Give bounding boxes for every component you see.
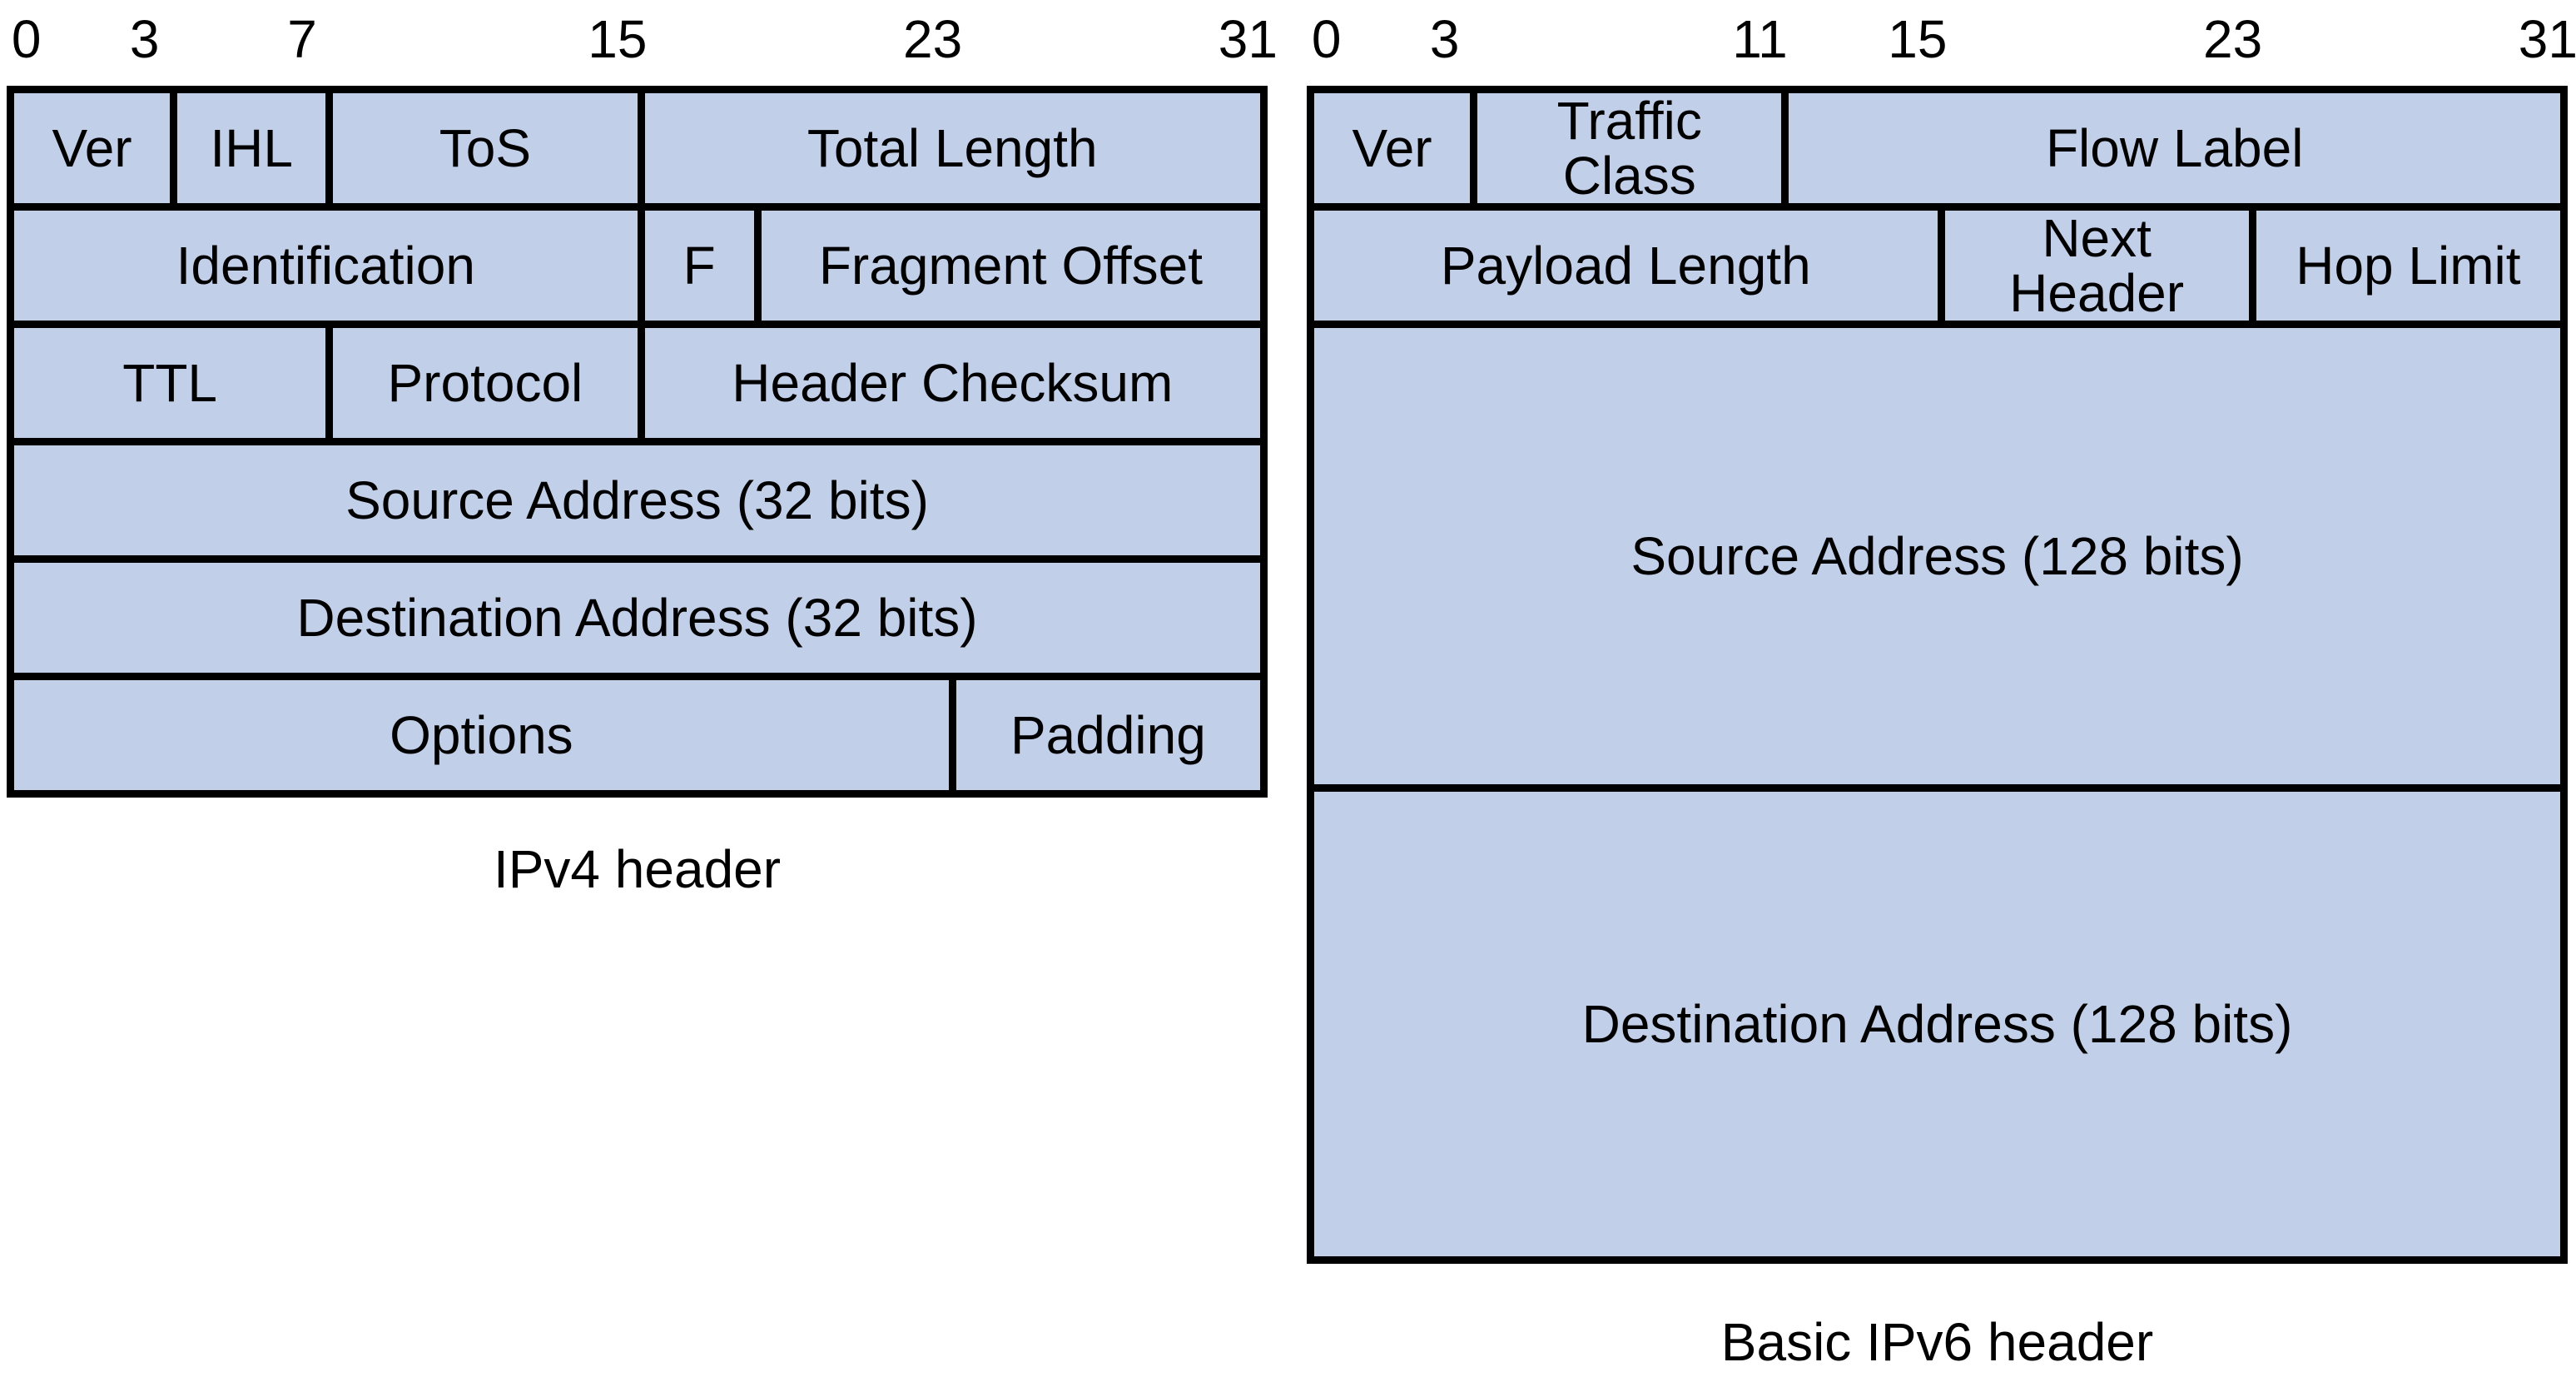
ipv4-row-5: Destination Address (32 bits) (14, 555, 1260, 673)
ipv4-row-6: Options Padding (14, 673, 1260, 790)
ipv4-field-ttl: TTL (122, 353, 218, 413)
ipv6-field-ver: Ver (1352, 118, 1432, 178)
bit-label: 0 (1311, 9, 1342, 69)
ipv4-field-options: Options (390, 705, 573, 765)
bit-label: 23 (902, 9, 963, 69)
ipv6-field-flow-label: Flow Label (1781, 93, 2560, 203)
ipv6-row-3: Source Address (128 bits) (1314, 321, 2560, 784)
ipv4-row-3: TTL Protocol Header Checksum (14, 321, 1260, 438)
ipv4-field-fragment-offset: Fragment Offset (753, 211, 1260, 321)
ipv6-field-next-header: Next Header (1937, 211, 2249, 321)
ipv4-field-padding: Padding (948, 680, 1260, 790)
ipv4-row-1: Ver IHL ToS Total Length (14, 93, 1260, 203)
ipv4-field-flags: F (637, 211, 754, 321)
bit-label: 3 (1429, 9, 1460, 69)
bit-label: 31 (2518, 9, 2576, 69)
ipv4-field-total-length: Total Length (637, 93, 1261, 203)
ipv4-field-protocol: Protocol (325, 328, 637, 438)
ipv4-field-tos: ToS (325, 93, 637, 203)
bit-label: 15 (1888, 9, 1948, 69)
ipv4-row-4: Source Address (32 bits) (14, 438, 1260, 555)
ipv4-field-identification: Identification (176, 236, 475, 296)
bit-label: 11 (1732, 9, 1788, 69)
bit-label: 31 (1218, 9, 1278, 69)
ipv6-bit-scale: 0 3 11 15 23 31 (1307, 8, 2576, 70)
ipv4-row-2: Identification F Fragment Offset (14, 203, 1260, 321)
ipv4-field-destination-address: Destination Address (32 bits) (296, 588, 978, 648)
ipv4-header-table: Ver IHL ToS Total Length Identification … (7, 86, 1268, 798)
ipv6-field-destination-address: Destination Address (128 bits) (1581, 994, 2293, 1054)
ipv6-field-source-address: Source Address (128 bits) (1630, 526, 2244, 586)
ipv4-field-ver: Ver (52, 118, 132, 178)
ipv4-field-header-checksum: Header Checksum (637, 328, 1261, 438)
ipv4-caption: IPv4 header (493, 839, 782, 899)
ipv6-row-2: Payload Length Next Header Hop Limit (1314, 203, 2560, 321)
ipv6-field-hop-limit: Hop Limit (2248, 211, 2560, 321)
ipv4-bit-scale: 0 3 7 15 23 31 (7, 8, 1278, 70)
ipv6-field-payload-length: Payload Length (1440, 236, 1811, 296)
ipv6-caption: Basic IPv6 header (1720, 1312, 2154, 1372)
bit-label: 15 (588, 9, 648, 69)
ipv6-field-traffic-class: Traffic Class (1470, 93, 1781, 203)
ipv6-header-table: Ver Traffic Class Flow Label Payload Len… (1307, 86, 2568, 1264)
ipv6-row-1: Ver Traffic Class Flow Label (1314, 93, 2560, 203)
bit-label: 23 (2202, 9, 2263, 69)
bit-label: 3 (129, 9, 160, 69)
ipv6-row-4: Destination Address (128 bits) (1314, 784, 2560, 1256)
ipv4-field-source-address: Source Address (32 bits) (345, 470, 929, 530)
ipv4-field-ihl: IHL (170, 93, 325, 203)
bit-label: 0 (11, 9, 42, 69)
bit-label: 7 (287, 9, 317, 69)
